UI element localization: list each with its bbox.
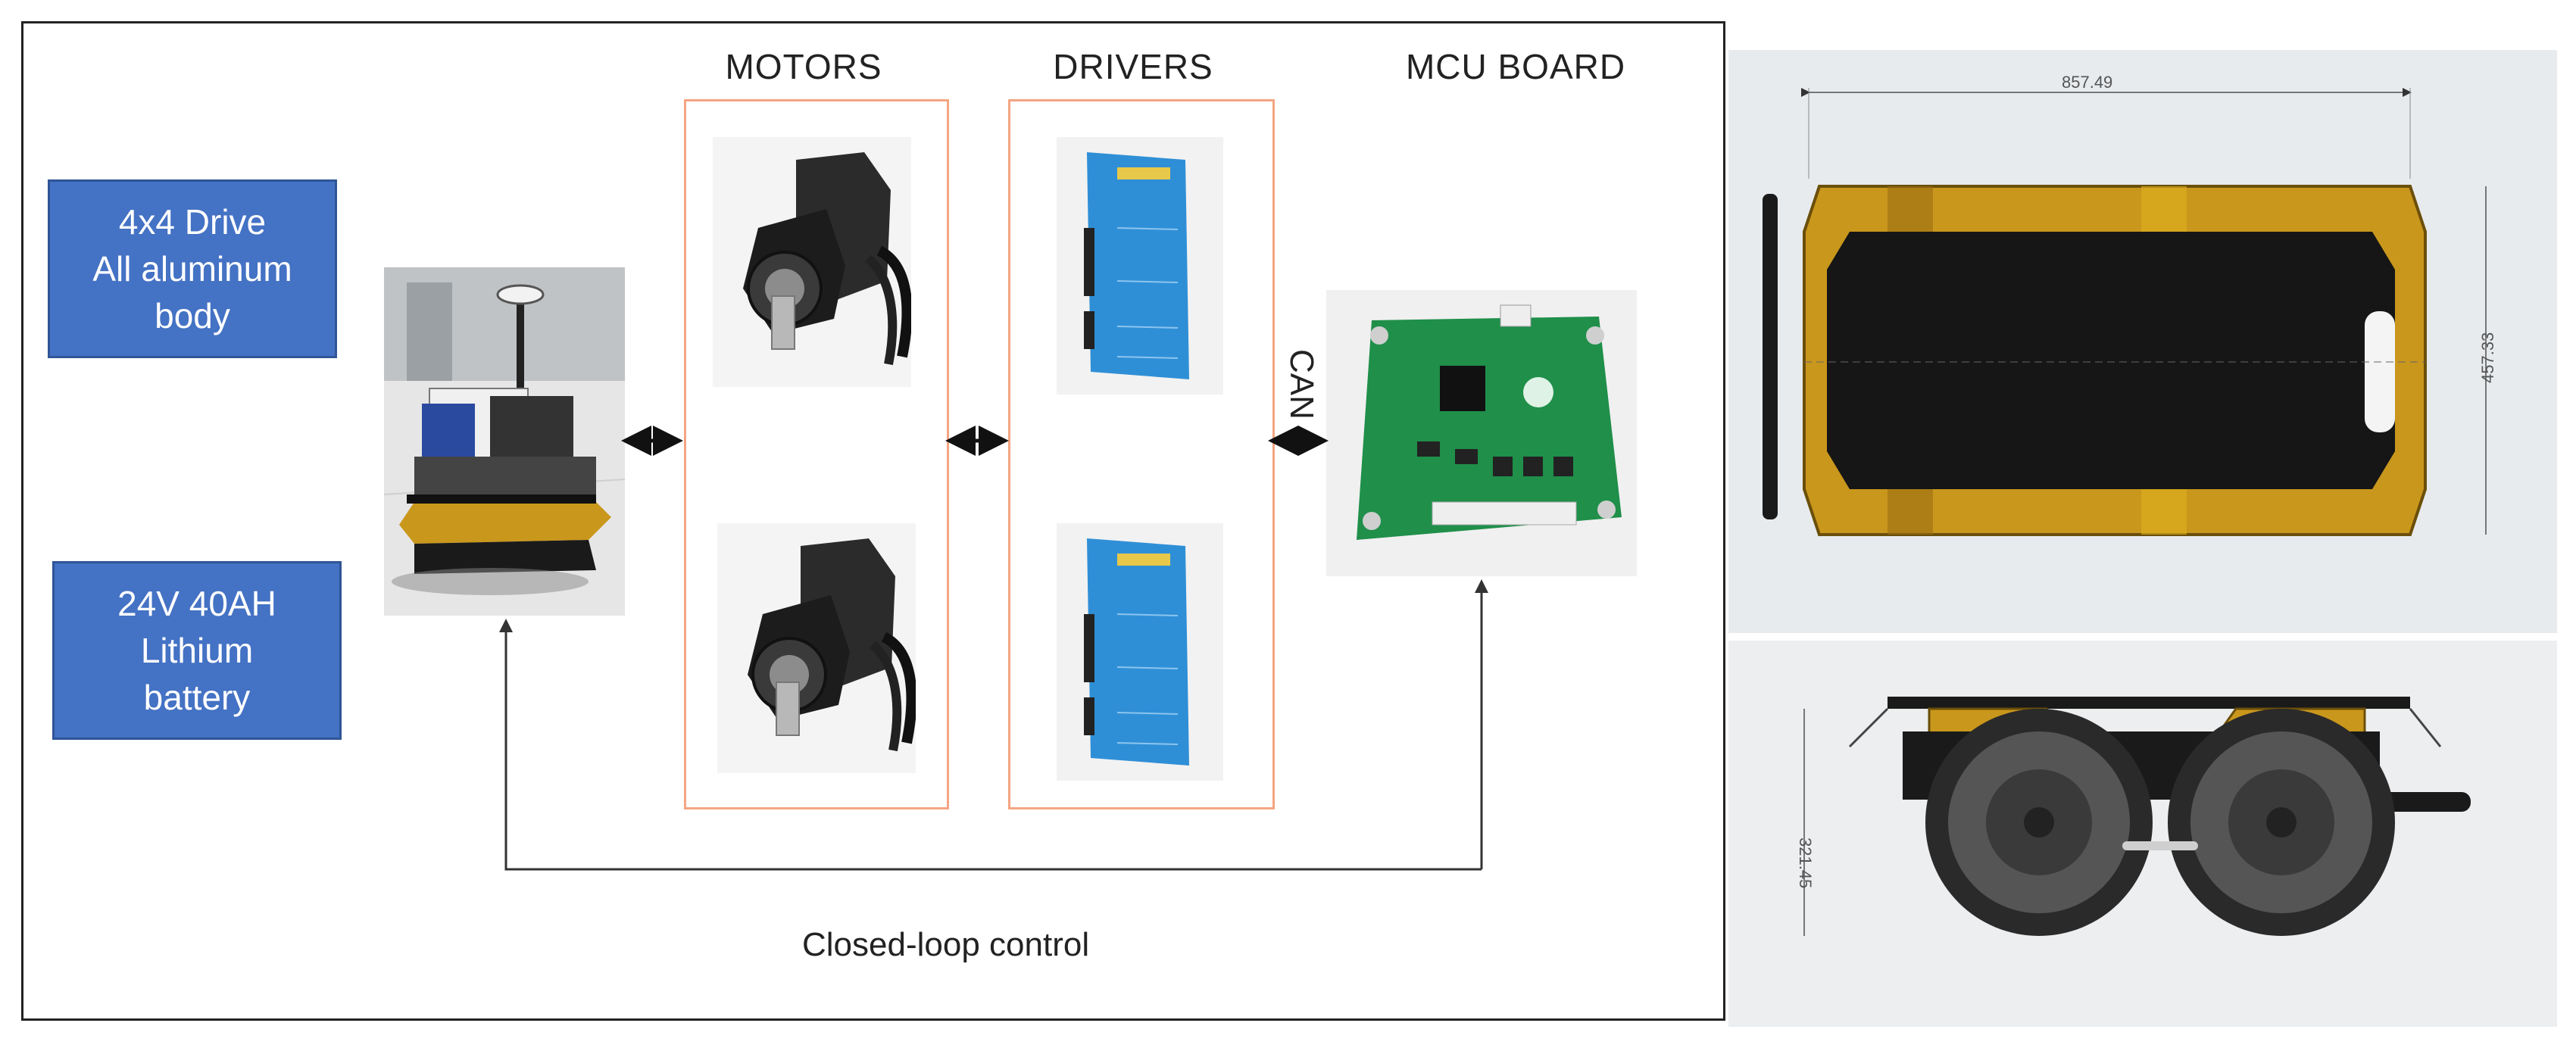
battery-box: 24V 40AH Lithium battery (52, 561, 342, 740)
drive-body-box: 4x4 Drive All aluminum body (48, 179, 337, 358)
battery-line-3: battery (143, 678, 251, 717)
closed-loop-label: Closed-loop control (802, 926, 1090, 963)
mcu-board-photo (1326, 290, 1637, 576)
cad-width-dimension: 857.49 (2062, 73, 2112, 92)
robot-photo (384, 267, 625, 616)
drive-body-line-1: 4x4 Drive (118, 202, 267, 242)
cad-top-view: 857.49 457.33 (1728, 50, 2557, 633)
motor-photo-2 (717, 523, 916, 773)
mcu-board-label: MCU BOARD (1405, 47, 1626, 86)
driver-photo-2 (1057, 523, 1223, 781)
cad-side-view: 321.45 (1728, 641, 2557, 1027)
battery-line-2: Lithium (140, 631, 254, 670)
block-diagram: 4x4 Drive All aluminum body 24V 40AH Lit… (21, 21, 1725, 1021)
cad-height-dimension: 457.33 (2478, 332, 2497, 383)
driver-photo-1 (1057, 137, 1223, 395)
drive-body-line-3: body (155, 296, 230, 335)
drivers-label: DRIVERS (1053, 47, 1213, 86)
motors-label: MOTORS (725, 47, 882, 86)
motor-photo-1 (713, 137, 911, 387)
can-label: CAN (1283, 349, 1320, 420)
cad-side-dimension: 321.45 (1796, 837, 1815, 888)
battery-line-1: 24V 40AH (117, 584, 276, 623)
drive-body-line-2: All aluminum (92, 249, 292, 289)
